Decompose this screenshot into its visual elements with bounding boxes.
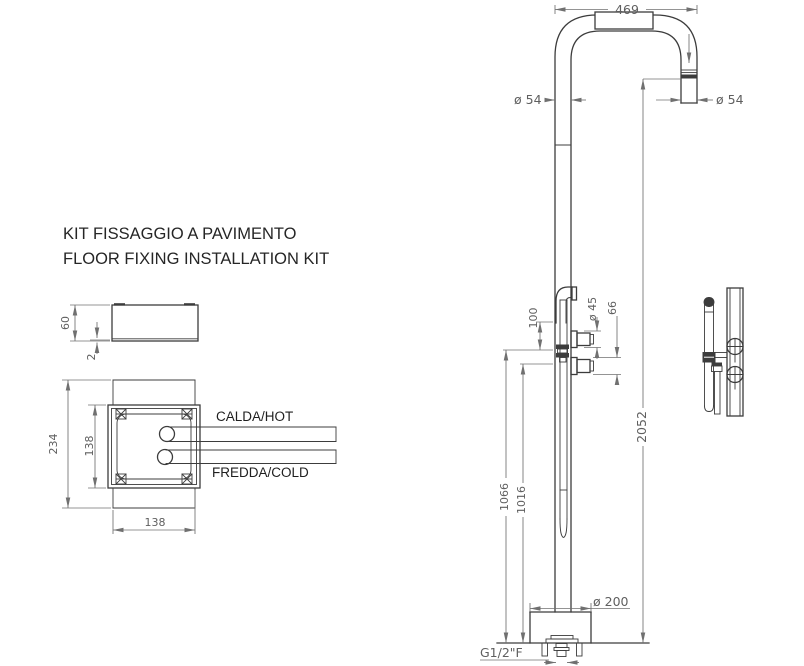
cold-water-label: FREDDA/COLD <box>212 465 309 480</box>
head-band-upper <box>680 69 698 74</box>
cold-water-pipe <box>165 449 337 464</box>
dim-plate-thickness: 2 <box>85 354 98 361</box>
mixer-knob-lower <box>570 356 594 376</box>
handshower-front <box>559 299 568 538</box>
kit-screw-bottom-left <box>115 473 127 485</box>
hot-water-label: CALDA/HOT <box>216 409 293 424</box>
kit-screw-top-left <box>115 408 127 420</box>
dim-knob-diameter: ø 45 <box>586 297 599 321</box>
kit-plate-inner <box>111 408 197 485</box>
dim-kit-length: 234 <box>47 434 60 455</box>
dim-box-height: 60 <box>59 316 72 330</box>
inlet-thread-label: G1/2"F <box>480 645 523 660</box>
dim-total-height: 2052 <box>634 411 649 443</box>
title-italian: KIT FISSAGGIO A PAVIMENTO <box>63 225 297 243</box>
dim-column-diameter: ø 54 <box>514 92 542 107</box>
kit-box-screw-tab-right <box>184 303 195 306</box>
dim-mixer-height: 1066 <box>498 483 511 511</box>
kit-box-screw-tab-left <box>114 303 125 306</box>
handshower-holder-side <box>702 352 728 372</box>
mixer-knob-upper <box>570 330 594 349</box>
shower-column-front-view <box>496 11 698 657</box>
dim-knob-spacing: 66 <box>606 301 619 315</box>
dim-arch-width: 469 <box>615 2 639 17</box>
kit-plate-outer <box>107 404 201 489</box>
front-view-dimensions: 469 ø 54 ø 54 2052 100 1066 1016 ø 45 <box>480 2 744 665</box>
column-side-profile <box>726 287 744 417</box>
fixing-kit-plan-view: CALDA/HOT FREDDA/COLD 234 138 138 <box>47 379 337 534</box>
cold-water-hole <box>156 448 174 466</box>
mixer-holder-block <box>556 344 569 363</box>
dim-head-diameter: ø 54 <box>716 92 744 107</box>
knob-side-upper <box>726 337 744 363</box>
handshower-side-view <box>702 287 744 417</box>
dim-hook-offset: 100 <box>527 308 540 329</box>
dim-base-diameter: ø 200 <box>593 594 629 609</box>
arch-sleeve <box>594 11 654 30</box>
head-band-lower <box>681 74 697 79</box>
title-block: KIT FISSAGGIO A PAVIMENTO FLOOR FIXING I… <box>63 225 329 268</box>
kit-plate-panel <box>116 413 192 480</box>
dim-kit-width: 138 <box>145 516 166 529</box>
hot-water-hole <box>158 425 176 443</box>
kit-box-outline <box>111 304 199 342</box>
fixing-kit-side-view: 60 2 <box>59 303 199 361</box>
knob-side-lower <box>726 365 744 390</box>
floor-fixing-flange <box>541 635 583 657</box>
kit-screw-top-right <box>181 408 193 420</box>
dim-kit-inner-width: 138 <box>83 436 96 457</box>
handshower-hose-side <box>714 371 721 415</box>
base-cover <box>529 611 592 644</box>
hot-water-pipe <box>168 426 337 442</box>
handshower-hook <box>555 286 578 324</box>
title-english: FLOOR FIXING INSTALLATION KIT <box>63 250 329 268</box>
handshower-handle-side <box>703 297 715 412</box>
column-arch-inner <box>570 30 682 613</box>
kit-screw-bottom-right <box>181 473 193 485</box>
dim-spout-height: 1016 <box>515 486 528 514</box>
